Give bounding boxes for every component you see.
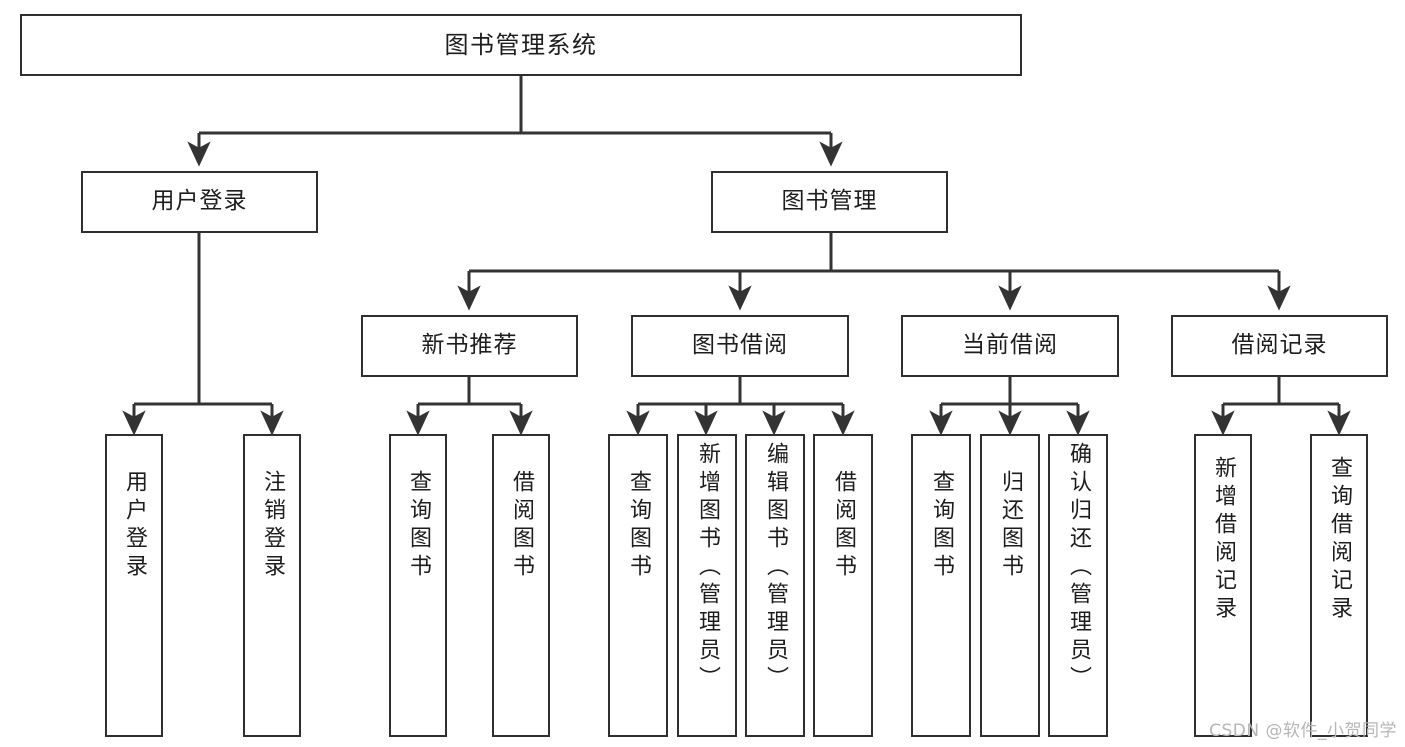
leaf-borrow-book-borrowing[interactable]: 借阅图书 [813,434,873,737]
leaf-edit-book-admin[interactable]: 编辑图书（管理员） [745,434,805,737]
node-label: 注销登录 [260,470,285,582]
node-borrowing-records[interactable]: 借阅记录 [1171,315,1388,377]
node-label: 新增图书（管理员） [695,442,720,694]
node-label: 用户登录 [122,470,147,582]
node-label: 查询图书 [626,470,651,582]
csdn-watermark: CSDN @软件_小贺同学 [1209,721,1397,741]
node-label: 当前借阅 [962,332,1058,359]
node-label: 归还图书 [998,470,1023,582]
node-label: 查询图书 [406,470,431,582]
node-label: 用户登录 [151,188,248,215]
node-book-borrowing[interactable]: 图书借阅 [631,315,849,377]
node-book-management[interactable]: 图书管理 [711,171,948,233]
node-label: 图书管理 [781,188,878,215]
node-new-book-recommendation[interactable]: 新书推荐 [361,315,578,377]
node-root-book-management-system[interactable]: 图书管理系统 [20,14,1022,76]
node-label: 确认归还（管理员） [1066,442,1091,694]
node-current-borrowing[interactable]: 当前借阅 [901,315,1119,377]
node-label: 查询借阅记录 [1327,456,1352,624]
node-user-login[interactable]: 用户登录 [81,171,318,233]
leaf-return-book[interactable]: 归还图书 [980,434,1040,737]
leaf-user-logout[interactable]: 注销登录 [243,434,301,737]
node-label: 借阅记录 [1231,332,1328,359]
leaf-query-book-current[interactable]: 查询图书 [911,434,971,737]
leaf-query-borrowing-record[interactable]: 查询借阅记录 [1310,434,1368,737]
leaf-borrow-book-recommendation[interactable]: 借阅图书 [492,434,550,737]
node-label: 借阅图书 [831,470,856,582]
leaf-confirm-return-admin[interactable]: 确认归还（管理员） [1048,434,1108,737]
node-label: 编辑图书（管理员） [763,442,788,694]
leaf-add-borrowing-record[interactable]: 新增借阅记录 [1194,434,1252,737]
node-label: 借阅图书 [509,470,534,582]
node-label: 新书推荐 [421,332,518,359]
leaf-add-book-admin[interactable]: 新增图书（管理员） [677,434,737,737]
node-label: 新增借阅记录 [1211,456,1236,624]
node-label: 图书管理系统 [444,30,598,59]
leaf-query-book-recommendation[interactable]: 查询图书 [389,434,447,737]
leaf-user-login[interactable]: 用户登录 [105,434,163,737]
node-label: 图书借阅 [692,332,788,359]
leaf-query-book-borrowing[interactable]: 查询图书 [608,434,668,737]
node-label: 查询图书 [929,470,954,582]
